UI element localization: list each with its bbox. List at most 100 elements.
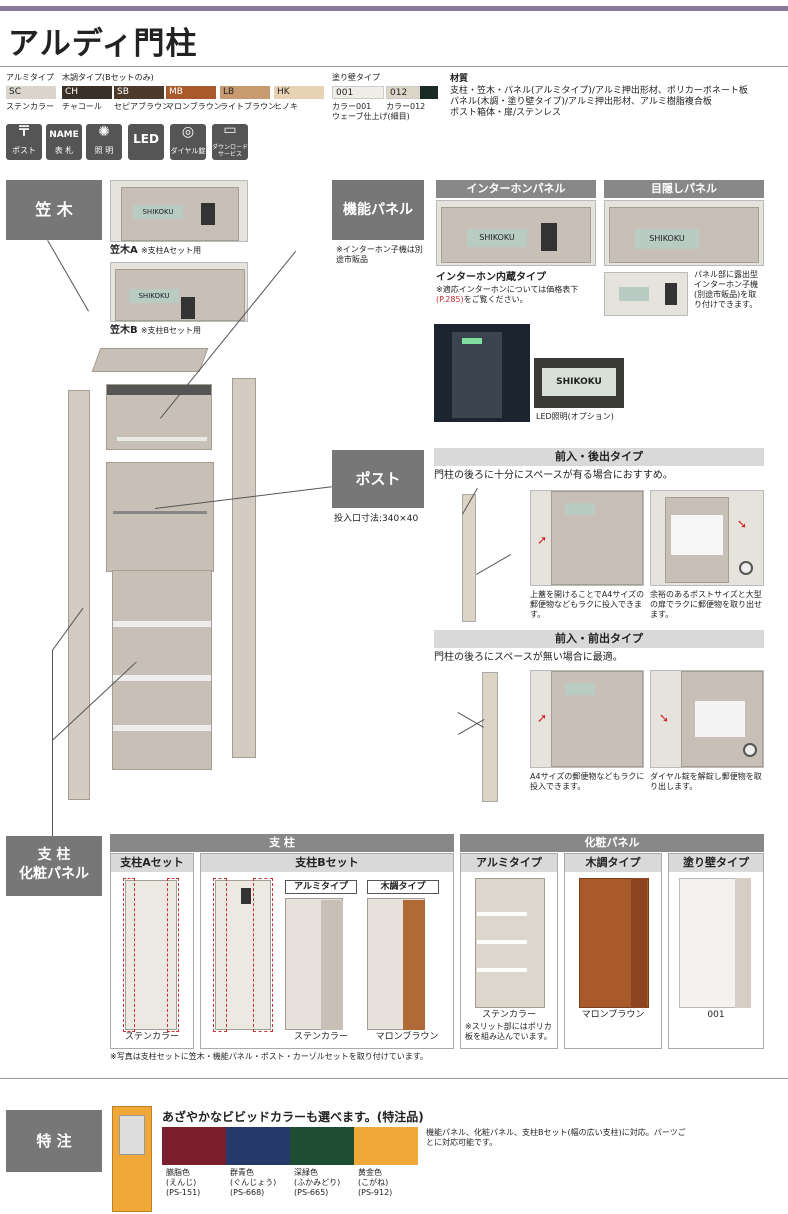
arrow-insert: ➚: [537, 533, 548, 547]
post-part: [106, 462, 214, 572]
interphone-note-2: (P.285)をご覧ください。: [436, 295, 528, 304]
shichu-note: ※写真は支柱セットに笠木・機能パネル・ポスト・カーゾルセットを取り付けています。: [110, 1052, 428, 1061]
arrow-remove: ➘: [737, 517, 748, 531]
swatch-name-ch: チャコール: [62, 102, 102, 111]
back-type-diagram: [452, 488, 516, 622]
led-night-photo: [434, 324, 530, 422]
alumi-type-label: アルミタイプ: [6, 73, 54, 82]
special-color-reading: (ふかみどり): [294, 1178, 341, 1187]
kinou-note: ※インターホン子機は別途市販品: [336, 245, 423, 264]
paint-type-label: 塗り壁タイプ: [332, 73, 380, 82]
right-pillar: [232, 378, 256, 758]
materials-line-3: ポスト箱体・扉/ステンレス: [450, 108, 562, 118]
special-color-code: (PS-668): [230, 1188, 265, 1197]
set-b-caption-2: マロンブラウン: [375, 1032, 439, 1042]
builtin-interphone: [541, 223, 557, 251]
front-type-desc: 門柱の後ろにスペースが無い場合に最適。: [434, 652, 623, 663]
swatch-name-mb: マロンブラウン: [166, 102, 222, 111]
back-type-caption-1: 上蓋を開けることでA4サイズの郵便物などもラクに投入できます。: [530, 590, 645, 619]
interphone-b: [181, 297, 195, 319]
led-closeup-photo: SHIKOKU: [534, 358, 624, 408]
set-b-alumi-tag: アルミタイプ: [285, 880, 357, 894]
back-type-photo-2: ➘: [650, 490, 764, 586]
nameplate-mekakushi: SHIKOKU: [635, 229, 699, 249]
kesho-paint-card: 塗り壁タイプ 001: [668, 853, 764, 1049]
materials-title: 材質: [450, 74, 469, 84]
front-type-caption-1: A4サイズの郵便物などもラクに投入できます。: [530, 772, 645, 791]
swatch-name-sb: セピアブラウン: [114, 102, 170, 111]
set-a-caption: ステンカラー: [124, 1032, 179, 1042]
special-color-name: 黄金色: [358, 1168, 382, 1177]
kinou-label: 機能パネル: [332, 180, 424, 240]
swatch-sb: SB: [114, 86, 164, 99]
special-color-reading: (こがね): [358, 1178, 389, 1187]
top-accent-bar: [0, 6, 788, 11]
back-type-photo-1: ➚: [530, 490, 644, 586]
paint-swatch-shadow: [420, 86, 438, 99]
interphone-a: [201, 203, 215, 225]
nameplate-b: SHIKOKU: [129, 289, 179, 303]
kasagi-label: 笠 木: [6, 180, 102, 240]
swatch-name-sc: ステンカラー: [6, 102, 54, 111]
special-color-reading: (ぐんじょう): [230, 1178, 277, 1187]
mekakushi-note: パネル部に露出型インターホン子機(別途市販品)を取り付けできます。: [694, 270, 758, 309]
front-type-photo-2: ➘: [650, 670, 764, 768]
interphone-panel-photo: SHIKOKU: [436, 200, 596, 266]
kasagi-b-photo: SHIKOKU: [110, 262, 248, 322]
interphone-title: インターホン内蔵タイプ: [436, 272, 546, 283]
wood-type-label: 木調タイプ(Bセットのみ): [62, 73, 154, 82]
kasagi-part: [91, 348, 209, 372]
materials-line-2: パネル(木調・塗り壁タイプ)/アルミ押出形材、アルミ樹脂複合板: [450, 97, 712, 107]
kesho-alumi-caption: ステンカラー: [481, 1010, 536, 1020]
special-color-name: 群青色: [230, 1168, 254, 1177]
kesho-paint-caption: 001: [707, 1010, 725, 1020]
paint-swatch-name-001: カラー001: [332, 102, 372, 111]
tokuchu-desc: 機能パネル、化粧パネル、支柱Bセット(幅の広い支柱)に対応。パーツごとに対応可能…: [426, 1128, 686, 1147]
set-b-card: 支柱Bセット アルミタイプ 木調タイプ ステンカラー マロンブラウン: [200, 853, 454, 1049]
mekakushi-header: 目隠しパネル: [604, 180, 764, 198]
special-color-swatch: [162, 1127, 226, 1165]
paint-swatch-001: 001: [332, 86, 384, 99]
tokuchu-label: 特 注: [6, 1110, 102, 1172]
special-color-code: (PS-151): [166, 1188, 201, 1197]
special-color-reading: (えんじ): [166, 1178, 197, 1187]
title-divider: [0, 66, 788, 67]
special-color-name: 臙脂色: [166, 1168, 190, 1177]
kesho-panel-part: [112, 570, 212, 770]
nameplate-interphone: SHIKOKU: [467, 229, 527, 247]
interphone-note-1: ※適応インターホンについては価格表下: [436, 285, 579, 294]
lighting-icon: ✺照 明: [86, 124, 122, 160]
arrow-insert-front: ➚: [537, 711, 548, 725]
set-b-wood-tag: 木調タイプ: [367, 880, 439, 894]
interphone-header: インターホンパネル: [436, 180, 596, 198]
download-service-icon: ▭ダウンロードサービス: [212, 122, 249, 160]
swatch-lb: LB: [220, 86, 270, 99]
kasagi-b-name: 笠木B ※支柱Bセット用: [110, 325, 202, 336]
front-type-caption-2: ダイヤル錠を解錠し郵便物を取り出します。: [650, 772, 762, 791]
kesho-alumi-card: アルミタイプ ステンカラー ※スリット部にはポリカ板を組み込んでいます。: [460, 853, 558, 1049]
post-label: ポスト: [332, 450, 424, 508]
kesho-paint-title: 塗り壁タイプ: [669, 854, 763, 872]
swatch-ch: CH: [62, 86, 112, 99]
set-a-title: 支柱Aセット: [111, 854, 193, 872]
kinou-panel-part: [106, 384, 212, 450]
special-color-code: (PS-665): [294, 1188, 329, 1197]
back-type-desc: 門柱の後ろに十分にスペースが有る場合におすすめ。: [434, 470, 673, 481]
swatch-sc: SC: [6, 86, 56, 99]
leader-shichu-v: [52, 650, 53, 836]
post-icon: 〒ポスト: [6, 124, 42, 160]
materials-line-1: 支柱・笠木・パネル(アルミタイプ)/アルミ押出形材、ポリカーボネート板: [450, 86, 748, 96]
swatch-name-lb: ライトブラウン: [220, 102, 276, 111]
kasagi-a-name: 笠木A ※支柱Aセット用: [110, 245, 202, 256]
set-b-title: 支柱Bセット: [201, 854, 453, 872]
paint-note: ウェーブ仕上げ(細目): [332, 112, 410, 121]
special-color-swatch: [290, 1127, 354, 1165]
leader-kasagi: [47, 240, 89, 312]
arrow-remove-front: ➘: [659, 711, 670, 725]
special-color-name: 深緑色: [294, 1168, 318, 1177]
front-type-photo-1: ➚: [530, 670, 644, 768]
nameplate-a: SHIKOKU: [133, 205, 183, 219]
swatch-name-hk: ヒノキ: [274, 102, 298, 111]
shichu-label: 支 柱化粧パネル: [6, 836, 102, 896]
page-title: アルディ門柱: [8, 26, 198, 62]
